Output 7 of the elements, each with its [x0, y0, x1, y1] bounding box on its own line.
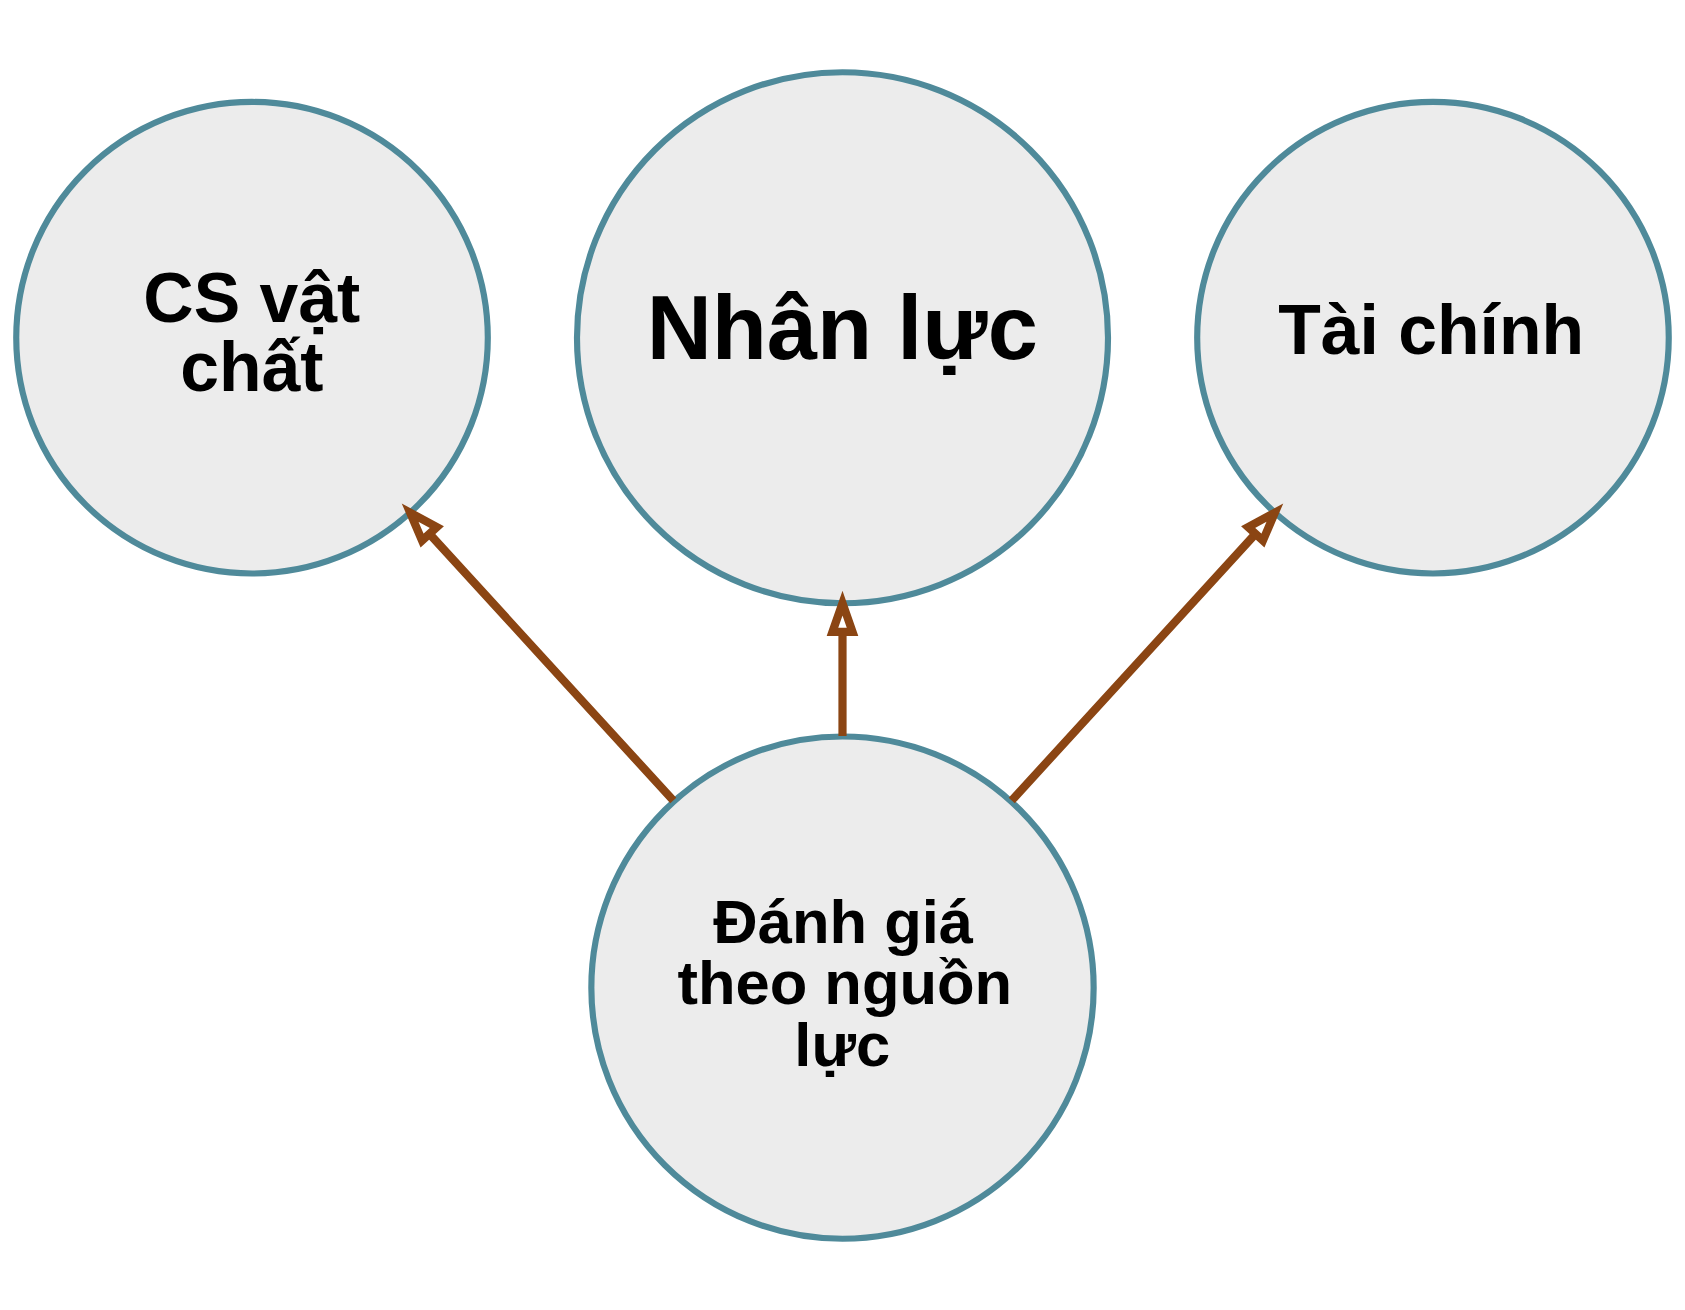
- node-circle: Nhân lực: [573, 68, 1112, 606]
- node-circle: CS vật chất: [13, 98, 491, 577]
- arrow: [1008, 503, 1284, 803]
- arrow: [401, 503, 677, 803]
- node-circle: Đánh giá theo nguồn lực: [588, 732, 1097, 1242]
- node-circle: Tài chính: [1194, 98, 1672, 577]
- arrow: [826, 590, 859, 736]
